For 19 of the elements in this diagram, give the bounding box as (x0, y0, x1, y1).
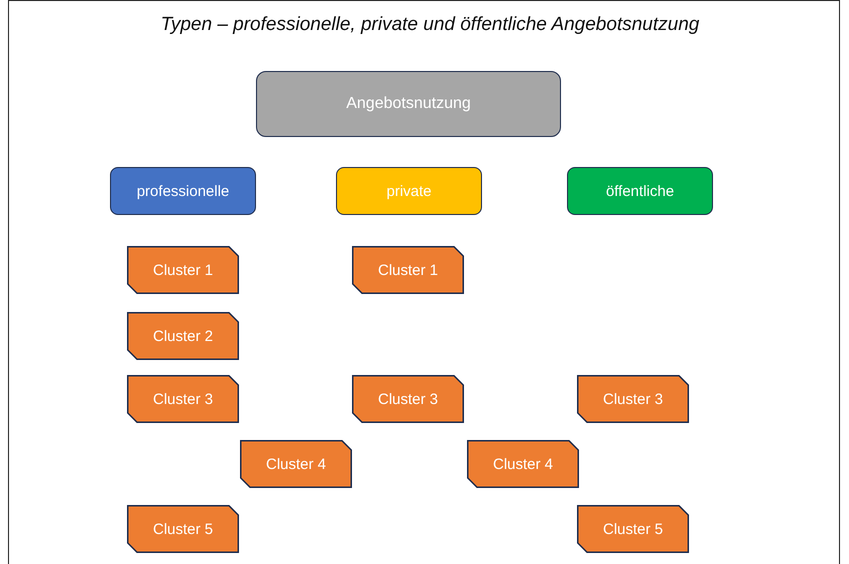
node-label: Cluster 4 (266, 456, 326, 472)
node-label: Angebotsnutzung (346, 95, 471, 113)
node-label: Cluster 4 (492, 456, 554, 472)
category-box (336, 167, 482, 215)
node-label: Cluster 3 (152, 390, 214, 408)
node-label: Cluster 5 (152, 520, 214, 538)
node-label: private (386, 182, 432, 200)
category-box (567, 167, 713, 215)
category-box (110, 167, 256, 215)
node-label: Cluster 1 (378, 262, 438, 278)
node-label: Cluster 2 (152, 328, 214, 344)
node-label: Cluster 5 (602, 520, 664, 538)
node-label: Cluster 1 (152, 262, 214, 278)
node-label: Cluster 3 (602, 390, 664, 408)
node-label: Cluster 3 (378, 390, 438, 408)
node-label: öffentliche (606, 182, 674, 200)
node-label: professionelle (136, 182, 230, 200)
root-box (256, 71, 561, 137)
diagram-title: Typen – professionelle, private und öffentliche Angebotsnutzung (160, 14, 700, 36)
